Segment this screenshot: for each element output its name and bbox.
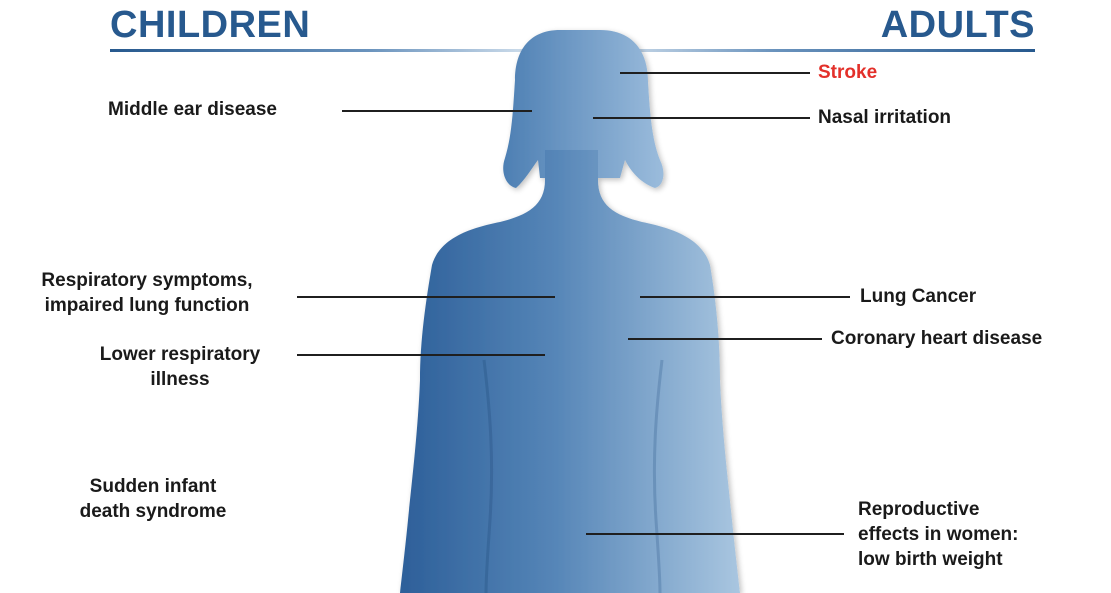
label-stroke: Stroke [818, 60, 877, 85]
label-middle-ear-disease: Middle ear disease [108, 97, 277, 122]
connector-stroke [620, 72, 810, 74]
label-sids-line-1: Sudden infant [48, 474, 258, 499]
connector-lower-respiratory [297, 354, 545, 356]
label-lower-respiratory-line-1: Lower respiratory [70, 342, 290, 367]
label-sids-line-2: death syndrome [48, 499, 258, 524]
label-reproductive-line-2: effects in women: [858, 522, 1018, 547]
label-reproductive-line-3: low birth weight [858, 547, 1018, 572]
label-lower-respiratory-illness: Lower respiratory illness [70, 342, 290, 392]
connector-middle-ear [342, 110, 532, 112]
connector-lung-cancer [640, 296, 850, 298]
label-respiratory-line-1: Respiratory symptoms, [12, 268, 282, 293]
label-reproductive-effects: Reproductive effects in women: low birth… [858, 497, 1018, 572]
connector-coronary [628, 338, 822, 340]
label-coronary-heart-disease: Coronary heart disease [831, 326, 1042, 351]
label-respiratory-symptoms: Respiratory symptoms, impaired lung func… [12, 268, 282, 318]
label-nasal-irritation: Nasal irritation [818, 105, 951, 130]
label-lower-respiratory-line-2: illness [70, 367, 290, 392]
connector-nasal [593, 117, 810, 119]
label-lung-cancer: Lung Cancer [860, 284, 976, 309]
label-reproductive-line-1: Reproductive [858, 497, 1018, 522]
body-shape [400, 150, 740, 593]
connector-respiratory [297, 296, 555, 298]
label-respiratory-line-2: impaired lung function [12, 293, 282, 318]
connector-reproductive [586, 533, 844, 535]
label-sids: Sudden infant death syndrome [48, 474, 258, 524]
